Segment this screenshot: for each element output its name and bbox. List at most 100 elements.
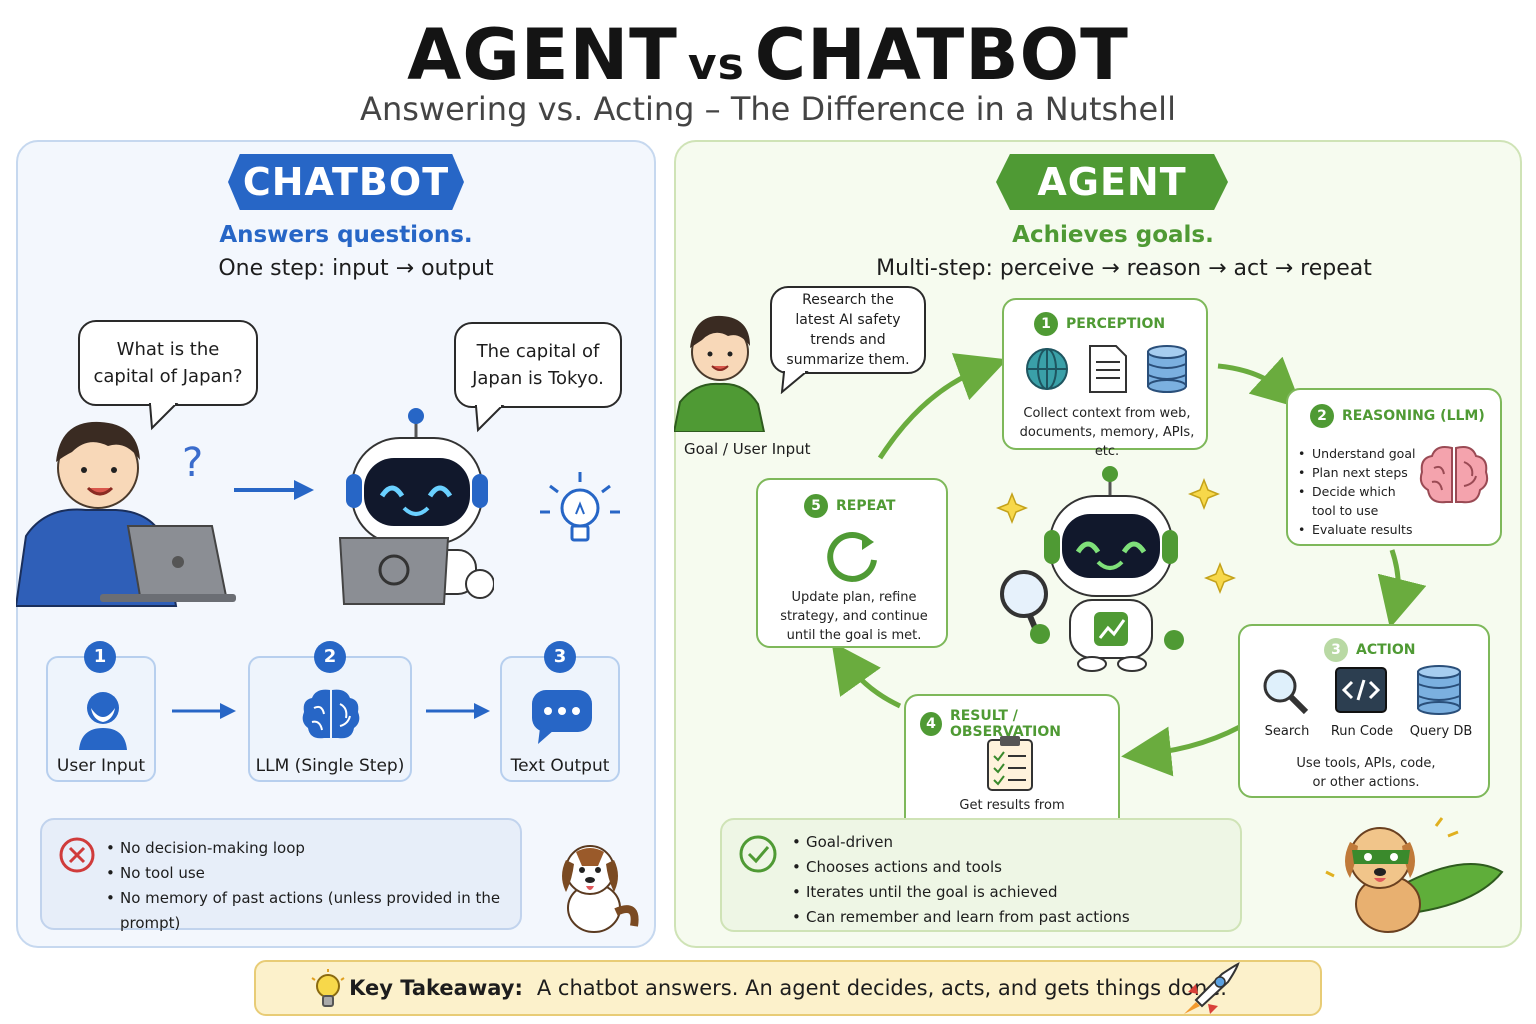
action-tool-label: Run Code <box>1330 724 1394 739</box>
title-chatbot: CHATBOT <box>754 14 1129 96</box>
bubble-tail-icon <box>148 402 179 431</box>
brain-icon <box>1419 446 1489 504</box>
brain-icon <box>302 689 360 739</box>
arrow-right-icon <box>234 480 314 500</box>
check-circle-icon <box>739 835 777 873</box>
perception-title: PERCEPTION <box>1066 316 1166 332</box>
subtitle: Answering vs. Acting – The Difference in… <box>360 90 1176 128</box>
chatbot-robot-icon <box>338 408 494 605</box>
step-number-badge: 2 <box>314 641 346 673</box>
arrow-right-icon <box>172 703 236 719</box>
agent-tagline: Achieves goals. <box>1012 222 1214 248</box>
puppy-icon <box>562 845 639 933</box>
limitations-list: No decision-making loop No tool use No m… <box>106 836 520 936</box>
list-item: Understand goal <box>1298 444 1418 463</box>
action-title: ACTION <box>1356 642 1416 658</box>
takeaway-text: A chatbot answers. An agent decides, act… <box>536 976 1227 1000</box>
agent-goal-text: Research the latest AI safety trends and… <box>786 292 910 368</box>
step-label: Text Output <box>510 756 610 776</box>
result-header: 4 RESULT / OBSERVATION <box>920 708 1118 740</box>
agent-user-caption: Goal / User Input <box>684 440 811 458</box>
list-item: Chooses actions and tools <box>792 855 1130 880</box>
repeat-desc: Update plan, refine strategy, and contin… <box>780 590 928 643</box>
list-item: Goal-driven <box>792 830 1130 855</box>
superhero-puppy-icon <box>1325 817 1504 933</box>
chatbot-step-text-output: Text Output <box>500 656 620 782</box>
list-item: No tool use <box>106 861 520 886</box>
arrow-right-icon <box>426 703 490 719</box>
agent-flow: Multi-step: perceive → reason → act → re… <box>876 256 1372 281</box>
chatbot-tagline: Answers questions. <box>219 222 473 248</box>
reasoning-list: Understand goal Plan next steps Decide w… <box>1298 444 1418 539</box>
chatbot-ribbon: CHATBOT <box>228 154 464 210</box>
reasoning-title: REASONING (LLM) <box>1342 408 1485 424</box>
list-item: Iterates until the goal is achieved <box>792 880 1130 905</box>
action-header: 3 ACTION <box>1324 638 1416 662</box>
bot-answer-text: The capital of Japan is Tokyo. <box>472 341 604 389</box>
chat-bubble-icon <box>532 690 592 744</box>
rocket-icon <box>1184 962 1240 1014</box>
repeat-title: REPEAT <box>836 498 896 514</box>
title-agent: AGENT <box>407 14 678 96</box>
agent-user-speech-bubble: Research the latest AI safety trends and… <box>770 286 926 374</box>
list-item: No decision-making loop <box>106 836 520 861</box>
step-number-badge: 3 <box>1324 638 1348 662</box>
list-item: Evaluate results <box>1298 520 1418 539</box>
agent-robot-icon <box>995 466 1236 672</box>
document-icon <box>1089 345 1127 393</box>
list-item: Decide which tool to use <box>1298 482 1418 520</box>
agent-ribbon: AGENT <box>996 154 1228 210</box>
bot-speech-bubble: The capital of Japan is Tokyo. <box>454 322 622 408</box>
chatbot-limitations-box: No decision-making loop No tool use No m… <box>40 818 522 932</box>
list-item: Can remember and learn from past actions <box>792 905 1130 930</box>
reasoning-header: 2 REASONING (LLM) <box>1310 404 1485 428</box>
clipboard-checklist-icon <box>987 736 1033 791</box>
title-vs: vs <box>687 39 745 90</box>
user-avatar-icon <box>674 315 766 432</box>
agent-action-box: 3 ACTION Search Run Code Query DB Use to… <box>1238 624 1490 798</box>
perception-header: 1 PERCEPTION <box>1034 312 1165 336</box>
step-number-badge: 4 <box>920 712 942 736</box>
step-number-badge: 2 <box>1310 404 1334 428</box>
perception-desc: Collect context from web, documents, mem… <box>1019 406 1195 459</box>
result-title: RESULT / OBSERVATION <box>949 708 1061 740</box>
step-number-badge: 3 <box>544 641 576 673</box>
step-number-badge: 5 <box>804 494 828 518</box>
agent-repeat-box: 5 REPEAT Update plan, refine strategy, a… <box>756 478 948 648</box>
lightbulb-icon <box>311 969 345 1007</box>
chatbot-flow: One step: input → output <box>218 256 494 281</box>
list-item: Plan next steps <box>1298 463 1418 482</box>
code-icon <box>1335 667 1387 713</box>
lightbulb-icon <box>540 472 620 542</box>
database-icon <box>1417 665 1461 715</box>
user-icon <box>79 692 127 750</box>
agent-result-box: 4 RESULT / OBSERVATION Get results from … <box>904 694 1120 836</box>
repeat-header: 5 REPEAT <box>804 494 895 518</box>
x-circle-icon <box>59 837 95 873</box>
step-number-badge: 1 <box>1034 312 1058 336</box>
globe-icon <box>1026 348 1068 390</box>
bubble-tail-icon <box>474 404 505 433</box>
benefits-list: Goal-driven Chooses actions and tools It… <box>792 830 1130 930</box>
key-takeaway-banner: Key Takeaway: A chatbot answers. An agen… <box>254 960 1322 1016</box>
step-label: LLM (Single Step) <box>255 756 405 776</box>
action-tool-label: Query DB <box>1409 724 1473 739</box>
chatbot-step-user-input: User Input <box>46 656 156 782</box>
user-at-laptop-icon <box>16 421 236 607</box>
step-label: User Input <box>56 756 146 776</box>
takeaway-title: Key Takeaway: <box>349 976 523 1000</box>
step-number-badge: 1 <box>84 641 116 673</box>
list-item: No memory of past actions (unless provid… <box>106 886 520 936</box>
database-icon <box>1147 345 1187 393</box>
action-desc: Use tools, APIs, code, or other actions. <box>1296 756 1436 790</box>
refresh-icon <box>827 532 877 582</box>
question-mark-icon: ? <box>182 440 204 486</box>
agent-benefits-box: Goal-driven Chooses actions and tools It… <box>720 818 1242 932</box>
agent-reasoning-box: 2 REASONING (LLM) Understand goal Plan n… <box>1286 388 1502 546</box>
magnifier-icon <box>1263 669 1309 715</box>
user-question-text: What is the capital of Japan? <box>93 339 243 387</box>
user-speech-bubble: What is the capital of Japan? <box>78 320 258 406</box>
bubble-tail-icon <box>780 370 809 394</box>
chatbot-step-llm: LLM (Single Step) <box>248 656 412 782</box>
